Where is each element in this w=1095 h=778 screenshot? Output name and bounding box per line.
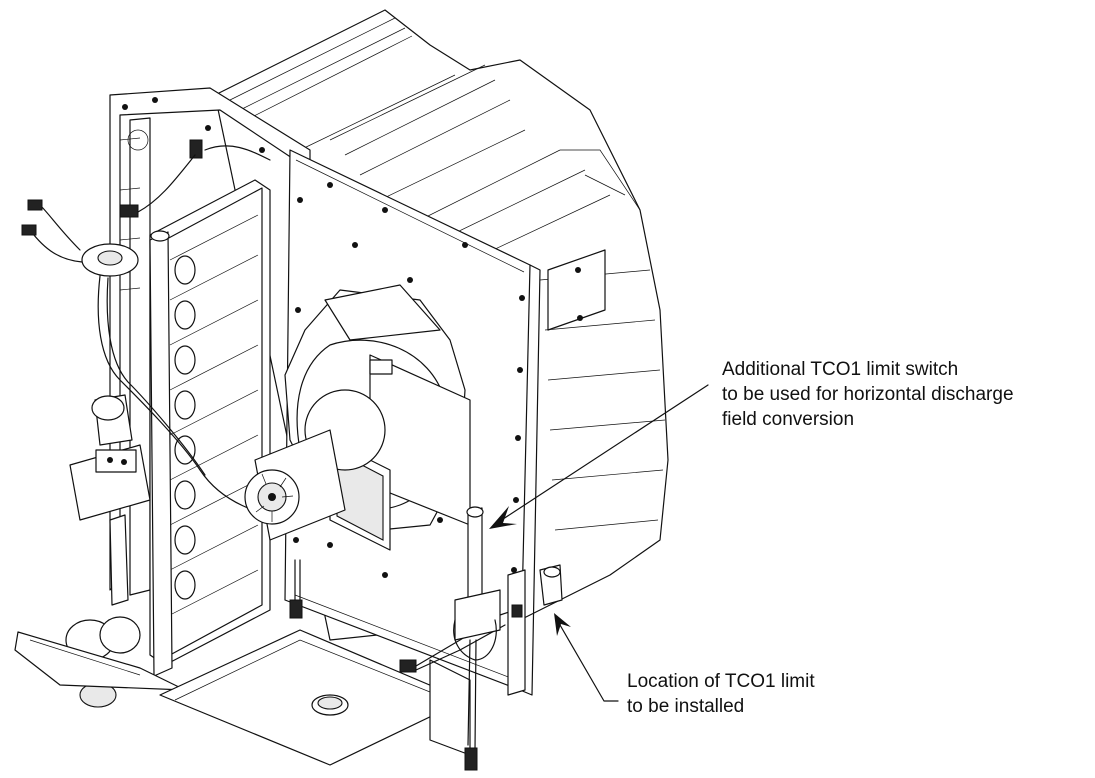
leader-line-additional-tco1 <box>496 384 709 524</box>
callout-tco1-location: Location of TCO1 limit to be installed <box>627 669 815 719</box>
callout-tco1-location-line-1: Location of TCO1 limit <box>627 671 815 692</box>
leader-line-tco1-location <box>559 624 619 702</box>
callout-additional-tco1-line-1: Additional TCO1 limit switch <box>722 359 959 380</box>
pressure-switch <box>21 139 301 517</box>
callout-tco1-location-line-2: to be installed <box>627 696 745 717</box>
burner-assembly <box>149 179 271 677</box>
callout-additional-tco1: Additional TCO1 limit switch to be used … <box>722 357 1014 432</box>
callout-additional-tco1-line-2: to be used for horizontal discharge <box>722 384 1014 405</box>
gas-valve <box>65 394 151 708</box>
callout-additional-tco1-line-3: field conversion <box>722 409 855 430</box>
tco1-install-location <box>507 564 563 696</box>
bottom-panel <box>159 629 471 766</box>
arrowhead-tco1-location <box>554 613 571 636</box>
base-bracket <box>14 631 186 691</box>
arrowhead-additional-tco1 <box>489 506 517 529</box>
inducer-blower <box>244 284 471 551</box>
tco1-limit-switch <box>453 506 501 771</box>
